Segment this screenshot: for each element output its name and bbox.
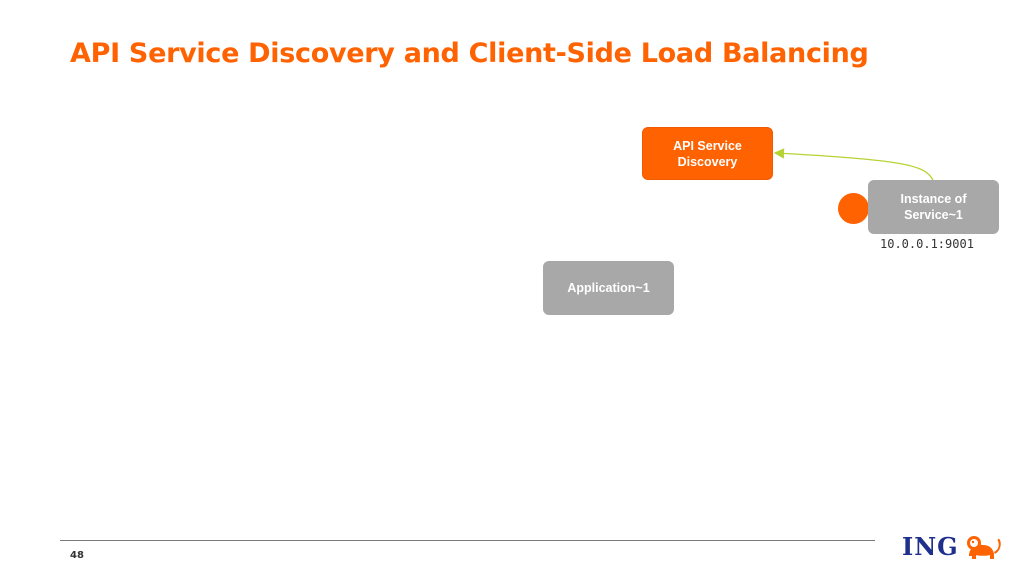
registration-arrow [773, 148, 934, 181]
footer-divider [60, 540, 875, 541]
slide-title: API Service Discovery and Client-Side Lo… [70, 38, 869, 69]
service-instance-label-line2: Service~1 [904, 208, 963, 222]
service-discovery-label-line2: Discovery [677, 154, 738, 169]
instance-address: 10.0.0.1:9001 [880, 237, 974, 251]
application-label: Application~1 [567, 281, 650, 295]
service-discovery-label-line1: API Service [673, 138, 742, 153]
lion-icon [966, 536, 1001, 559]
instance-status-dot [838, 193, 869, 224]
service-discovery-node[interactable]: API Service Discovery [642, 127, 773, 180]
page-number: 48 [70, 550, 84, 561]
brand-name: ING [902, 532, 959, 561]
service-instance-node[interactable]: Instance of Service~1 [868, 180, 999, 234]
service-instance-label-line1: Instance of [900, 192, 967, 206]
brand-logo: ING [902, 532, 1003, 562]
application-node[interactable]: Application~1 [543, 261, 674, 315]
